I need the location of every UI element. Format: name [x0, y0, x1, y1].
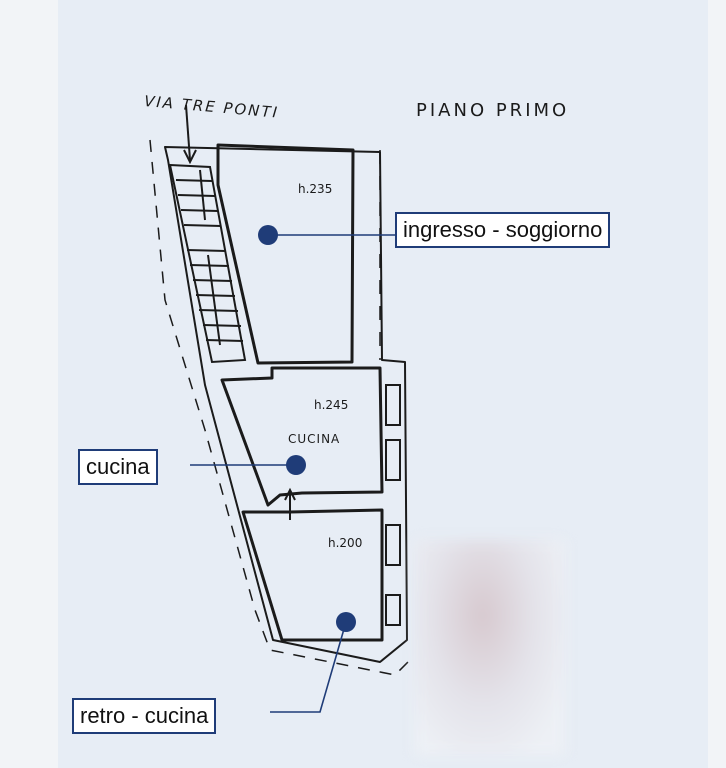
entrance-arrow [183, 104, 197, 165]
marker-ingresso [258, 225, 278, 245]
plan-outline [164, 146, 408, 663]
tag-cucina: cucina [78, 449, 158, 485]
room-retro [241, 508, 384, 642]
marker-cucina [286, 455, 306, 475]
height-retro: h.200 [328, 536, 363, 550]
tag-ingresso-soggiorno: ingresso - soggiorno [395, 212, 611, 248]
room-label-cucina: CUCINA [288, 432, 341, 446]
room-ingresso [216, 143, 355, 365]
height-ingresso: h.235 [298, 182, 333, 196]
floor-label: PIANO PRIMO [416, 100, 570, 121]
dashed-perimeter [149, 139, 411, 676]
marker-retro [336, 612, 356, 632]
window-marks [385, 384, 401, 626]
room-cucina [220, 366, 384, 507]
staircase [168, 163, 247, 364]
blurred-region [415, 540, 565, 755]
passage-arrow [284, 487, 296, 520]
tag-retro-cucina: retro - cucina [72, 698, 217, 734]
room-markers [190, 234, 395, 713]
height-cucina: h.245 [314, 398, 349, 412]
